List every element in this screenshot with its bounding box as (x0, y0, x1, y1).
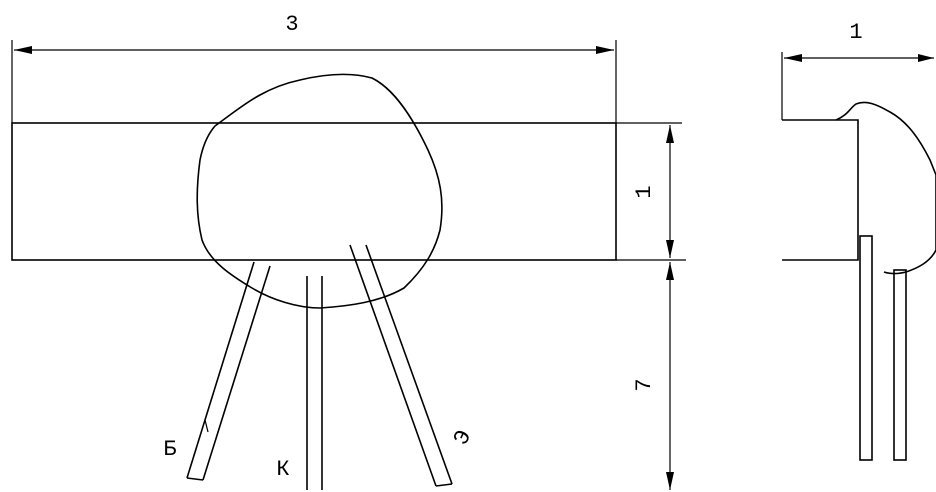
arrow-right-icon (596, 46, 614, 54)
arrow-right-icon (918, 54, 934, 62)
side-lead-rear (893, 269, 907, 461)
side-lead-front (859, 235, 873, 461)
side-dimension-label: 1 (849, 20, 862, 45)
emitter-lead-edge (349, 244, 437, 487)
dimension-label-height: 1 (632, 185, 657, 198)
base-lead-end (186, 477, 204, 481)
base-lead-edge (186, 261, 255, 479)
base-lead-mark (204, 419, 209, 433)
arrow-down-icon (666, 472, 674, 490)
arrow-left-icon (784, 54, 802, 62)
arrow-up-icon (666, 262, 674, 280)
arrow-left-icon (14, 46, 32, 54)
dimension-label-width: 3 (285, 12, 298, 37)
side-encapsulation-blob (835, 101, 936, 275)
base-lead-label: Б (163, 437, 176, 462)
arrow-up-icon (666, 125, 674, 143)
side-view: 1 (781, 20, 936, 461)
body-rectangle (11, 122, 617, 261)
front-view: 3 1 7 Б К Э (11, 12, 686, 490)
emitter-lead-edge (365, 244, 453, 485)
side-body-outline (782, 119, 859, 261)
dimension-label-leads: 7 (632, 378, 657, 391)
collector-lead-label: К (276, 457, 289, 482)
emitter-lead-end (435, 483, 453, 487)
arrow-down-icon (666, 240, 674, 258)
encapsulation-blob (196, 73, 443, 309)
base-lead-edge (202, 265, 271, 481)
emitter-lead-label: Э (449, 426, 477, 449)
